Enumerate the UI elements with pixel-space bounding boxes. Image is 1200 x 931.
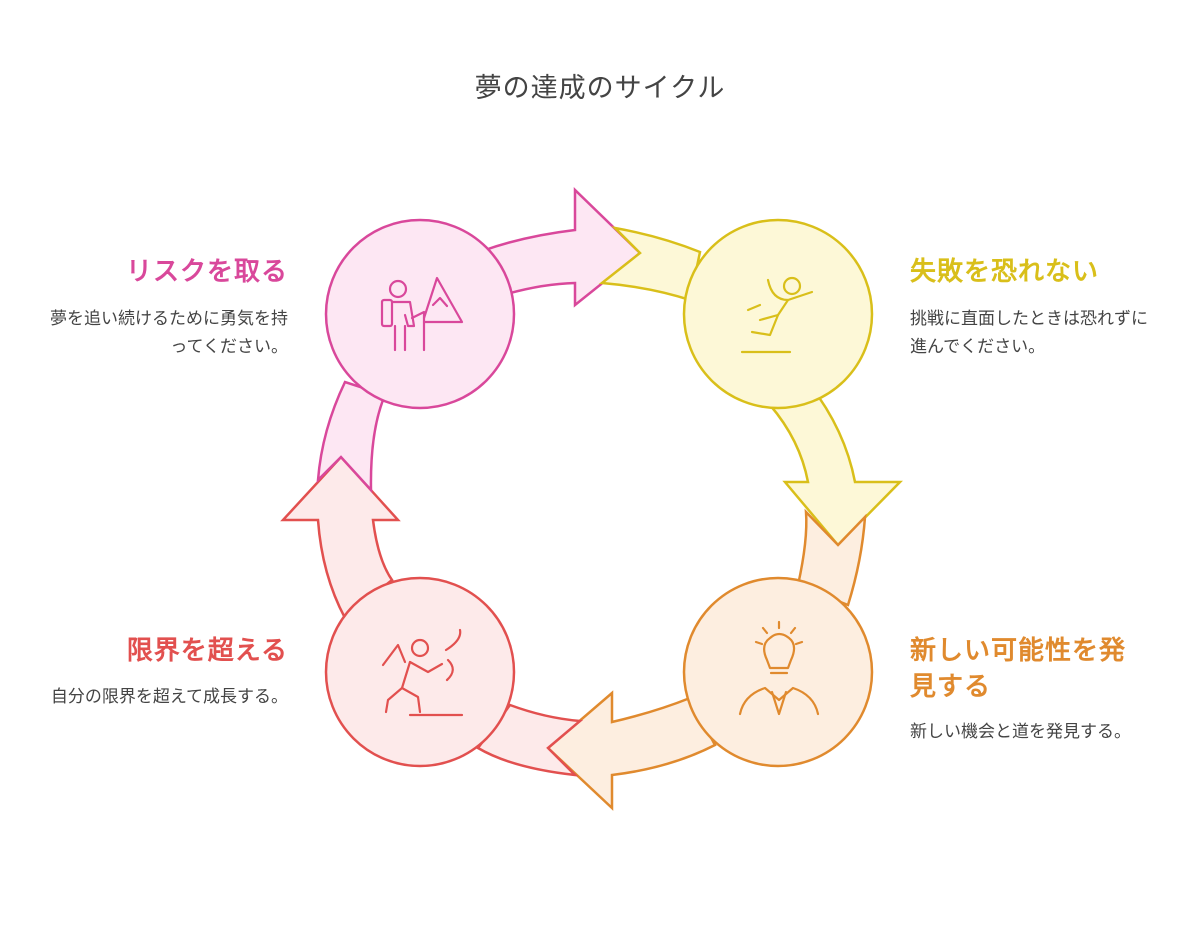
arrow-yellow-down: [768, 383, 903, 547]
step-failure-desc: 挑戦に直面したときは恐れずに進んでください。: [910, 309, 1148, 357]
step-limits-desc: 自分の限界を超えて成長する。: [50, 687, 288, 707]
step-failure-heading: 失敗を恐れない: [910, 257, 1100, 287]
falling-person-icon: [740, 276, 814, 354]
step-possibility-desc: 新しい機会と道を発見する。: [910, 722, 1131, 742]
arrow-red-up: [280, 455, 401, 620]
arrow-orange: [796, 508, 867, 607]
circle-limits: [324, 576, 516, 768]
step-risk-desc: 夢を追い続けるために勇気を持ってください。: [50, 309, 288, 357]
arrow-red: [476, 703, 584, 777]
step-limits-heading: 限界を超える: [126, 636, 288, 666]
step-risk-heading: リスクを取る: [125, 257, 288, 287]
step-possibility-heading: 新しい可能性を発見する: [910, 636, 1127, 702]
climber-icon: [381, 628, 464, 717]
diagram-title: 夢の達成のサイクル: [474, 73, 726, 104]
lightbulb-person-icon: [738, 620, 820, 716]
arrow-yellow: [598, 226, 702, 302]
arrow-pink-left: [316, 380, 387, 494]
arrow-orange-left: [546, 690, 717, 811]
hiker-mountain-icon: [380, 276, 464, 352]
